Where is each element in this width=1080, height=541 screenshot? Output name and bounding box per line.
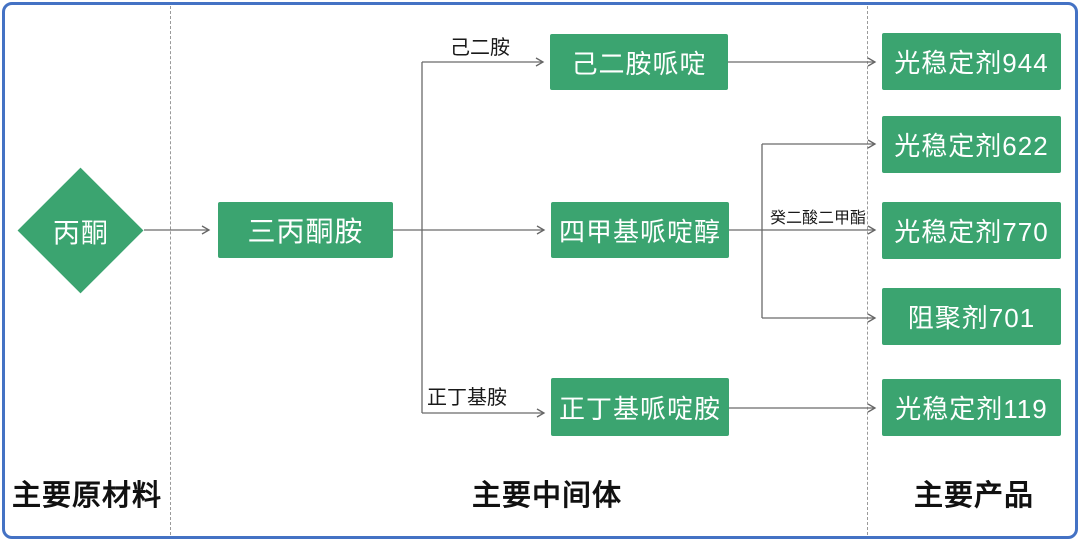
node-light-stabilizer-944: 光稳定剂944 (882, 33, 1061, 90)
node-light-stabilizer-770: 光稳定剂770 (882, 202, 1061, 259)
edge-label-hexanediamine: 己二胺 (450, 37, 510, 59)
node-polymerization-inhibitor-701-label: 阻聚剂701 (907, 303, 1036, 333)
node-light-stabilizer-622-label: 光稳定剂622 (894, 131, 1049, 161)
node-n-butyl-piperidinamine: 正丁基哌啶胺 (551, 378, 729, 436)
section-label-products: 主要产品 (914, 480, 1035, 512)
section-label-intermediates: 主要中间体 (472, 480, 623, 512)
node-polymerization-inhibitor-701: 阻聚剂701 (882, 288, 1061, 345)
node-light-stabilizer-119: 光稳定剂119 (882, 379, 1061, 436)
node-tetramethyl-piperidinol-label: 四甲基哌啶醇 (558, 216, 721, 247)
node-hexanediamine-piperidine-label: 己二胺哌啶 (571, 48, 707, 79)
node-tetramethyl-piperidinol: 四甲基哌啶醇 (551, 202, 729, 258)
node-triacetonamine: 三丙酮胺 (218, 202, 393, 258)
node-hexanediamine-piperidine: 己二胺哌啶 (550, 34, 728, 90)
section-divider-left (170, 6, 171, 535)
node-light-stabilizer-119-label: 光稳定剂119 (895, 394, 1048, 424)
node-light-stabilizer-770-label: 光稳定剂770 (894, 217, 1049, 247)
node-acetone-label: 丙酮 (52, 218, 109, 248)
node-light-stabilizer-944-label: 光稳定剂944 (894, 48, 1049, 78)
edge-label-dimethyl-sebacate: 癸二酸二甲酯 (770, 210, 867, 227)
node-triacetonamine-label: 三丙酮胺 (247, 216, 364, 247)
node-light-stabilizer-622: 光稳定剂622 (882, 116, 1061, 173)
section-label-raw-materials: 主要原材料 (12, 480, 163, 512)
edge-label-n-butylamine: 正丁基胺 (427, 387, 507, 409)
node-n-butyl-piperidinamine-label: 正丁基哌啶胺 (558, 393, 721, 424)
section-divider-right (867, 6, 868, 535)
